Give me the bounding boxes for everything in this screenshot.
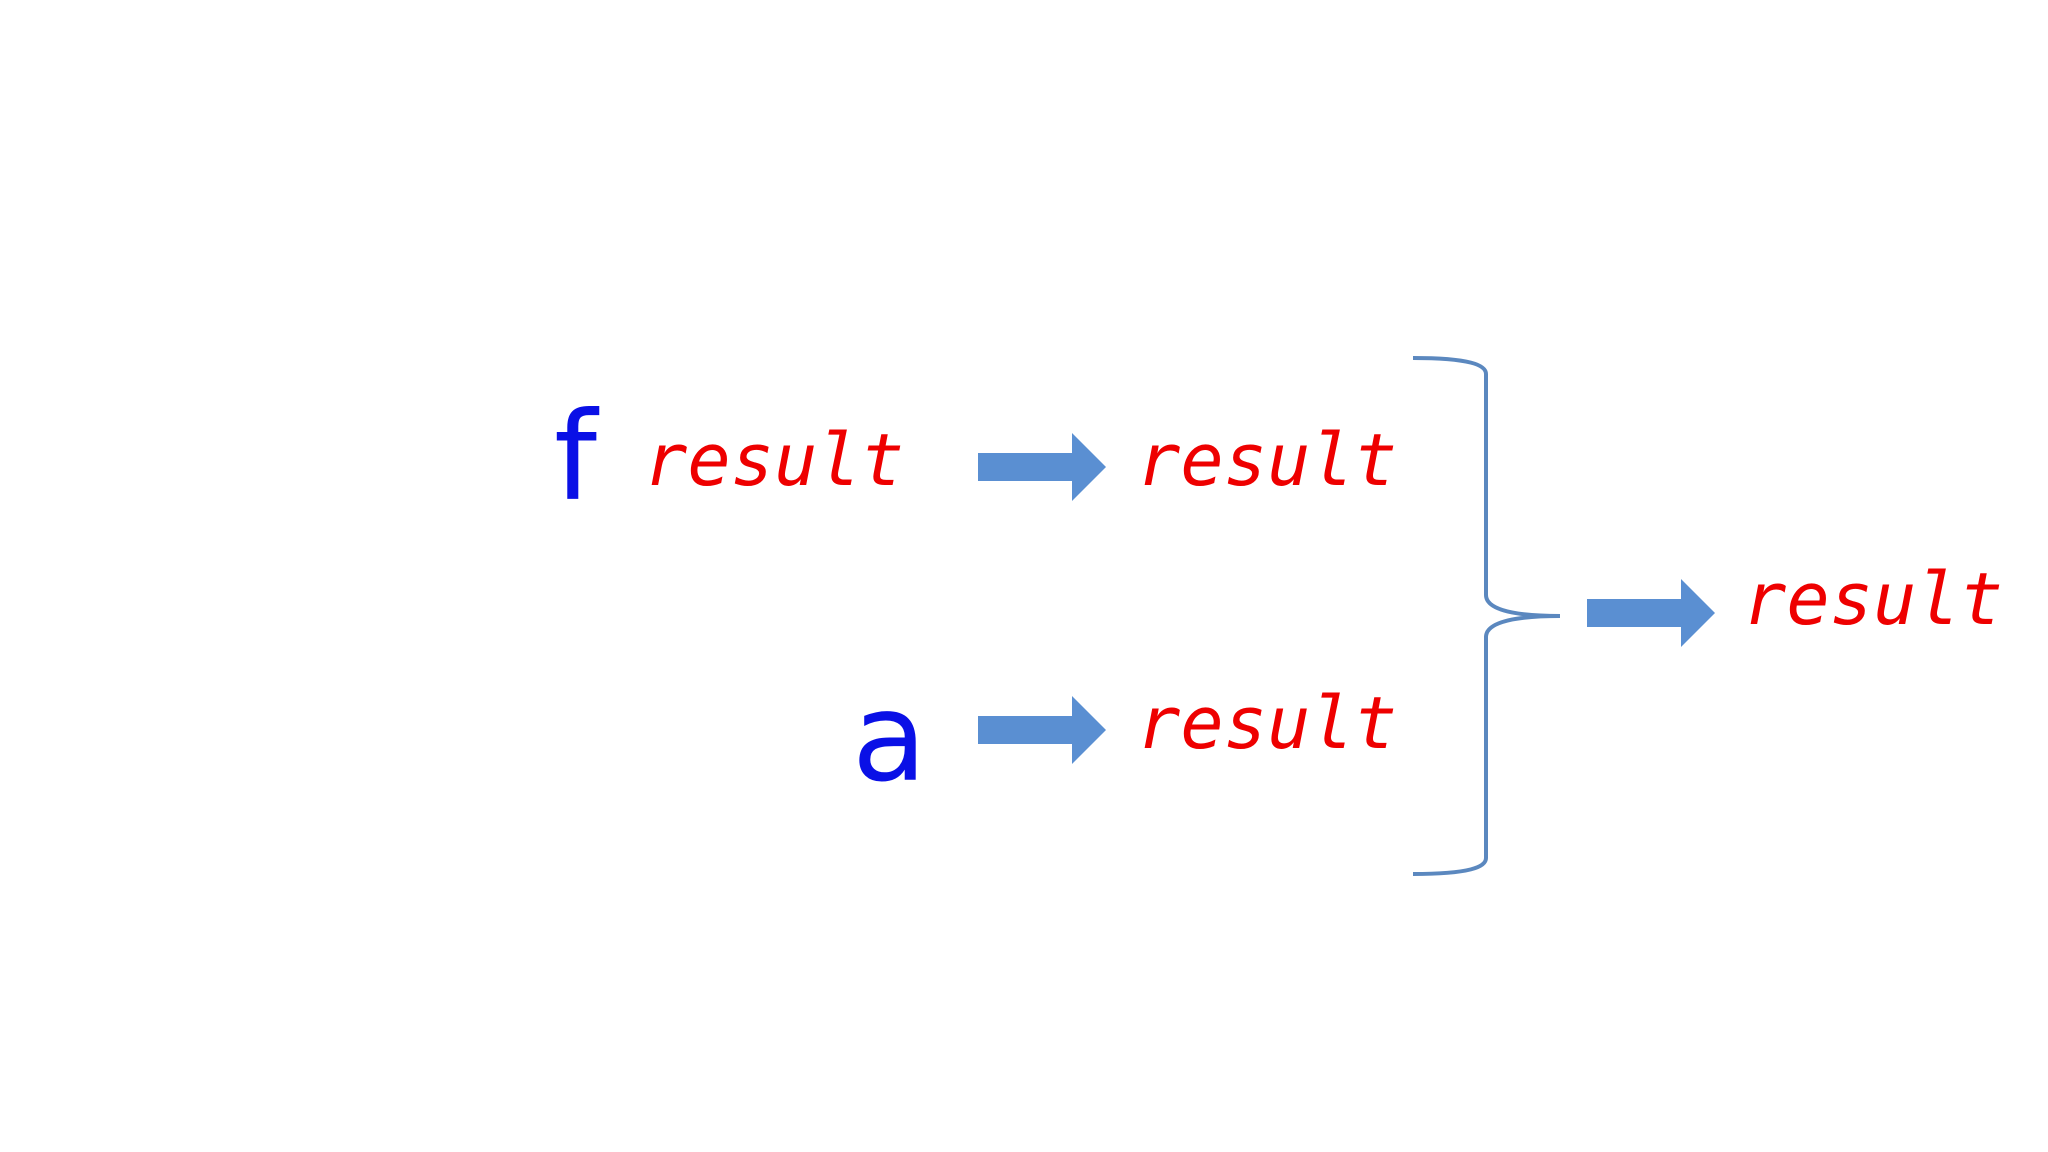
arrow-right-icon-bottom bbox=[978, 696, 1106, 764]
label-f: f bbox=[554, 386, 597, 528]
arrow-right-icon-final bbox=[1587, 579, 1715, 647]
label-a: a bbox=[852, 667, 927, 809]
a-mapped-result-text: result bbox=[1137, 681, 1398, 765]
f-mapped-result-text: result bbox=[1137, 418, 1398, 502]
arrow-top-shape bbox=[978, 433, 1106, 501]
arrow-bottom-shape bbox=[978, 696, 1106, 764]
combined-result-text: result bbox=[1743, 557, 2004, 641]
arrow-final-shape bbox=[1587, 579, 1715, 647]
f-result-text: result bbox=[644, 418, 905, 502]
brace-path bbox=[1412, 356, 1561, 876]
arrow-right-icon-top bbox=[978, 433, 1106, 501]
